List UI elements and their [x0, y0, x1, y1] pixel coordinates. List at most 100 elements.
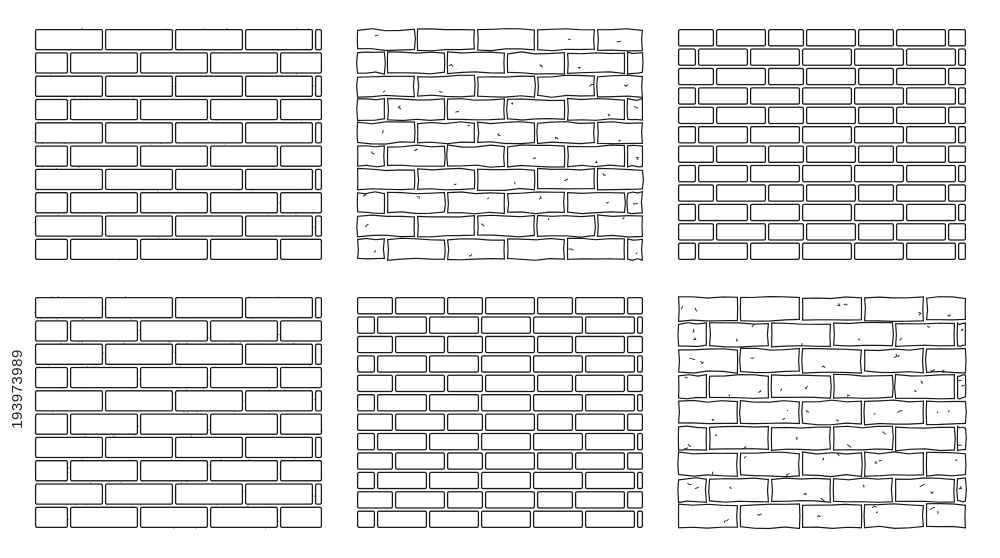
brick [853, 48, 905, 66]
brick [394, 491, 446, 509]
brick [139, 366, 209, 389]
brick [356, 28, 417, 52]
brick-crack-mark [961, 384, 965, 387]
brick [739, 503, 801, 530]
brick [626, 491, 644, 509]
mortar-dot [171, 459, 173, 461]
brick [708, 425, 770, 451]
brick [139, 413, 209, 435]
brick [715, 106, 767, 125]
brick [34, 238, 69, 261]
brick [832, 373, 894, 399]
mortar-dot [295, 73, 297, 75]
brick [677, 322, 708, 348]
brick [947, 106, 967, 125]
brick [697, 203, 749, 222]
mortar-dot [33, 432, 35, 434]
brick-crack-mark [862, 484, 865, 488]
brick [566, 97, 625, 121]
mortar-dot [138, 341, 140, 343]
mortar-dot [186, 481, 188, 483]
brick [574, 374, 626, 393]
brick [244, 122, 314, 144]
brick [697, 48, 749, 66]
brick [506, 237, 566, 261]
brick [394, 452, 446, 470]
brick [715, 184, 767, 202]
brick [139, 192, 209, 214]
brick-crack-mark [937, 510, 939, 515]
brick [925, 296, 967, 321]
brick-crack-mark [897, 410, 903, 414]
brick [174, 436, 244, 459]
brick [767, 28, 805, 47]
brick [34, 28, 104, 51]
brick [446, 335, 484, 354]
mortar-dot [60, 342, 62, 344]
brick [174, 168, 244, 191]
brick [34, 296, 104, 319]
mortar-dot [157, 237, 159, 239]
brick-crack-mark [538, 195, 542, 200]
brick [355, 75, 416, 98]
brick [174, 215, 244, 237]
mortar-dot [248, 459, 250, 460]
mortar-dot [313, 226, 315, 228]
mortar-dot [78, 166, 80, 168]
brick [626, 296, 644, 315]
brick [677, 67, 715, 86]
brick [957, 48, 967, 66]
mortar-dot [81, 28, 83, 30]
brick-crack-mark [743, 455, 747, 459]
brick-crack-mark [714, 434, 718, 437]
brick [749, 126, 801, 144]
brick [356, 491, 394, 509]
brick [677, 28, 715, 47]
brick-crack-mark [370, 151, 375, 155]
brick-crack-mark [455, 110, 459, 113]
mortar-dot [173, 85, 175, 87]
brick [386, 237, 446, 261]
mortar-dot [183, 412, 185, 414]
brick-crack-mark [795, 437, 798, 441]
brick [34, 506, 69, 529]
brick-crack-mark [687, 443, 692, 448]
brick-crack-mark [875, 511, 878, 514]
brick-crack-mark [873, 412, 876, 415]
brick-crack-mark [801, 343, 803, 345]
brick [857, 106, 895, 125]
brick [905, 164, 957, 183]
brick [279, 98, 323, 121]
mortar-dot [78, 341, 79, 343]
mortar-dot [313, 171, 315, 173]
brick [34, 192, 69, 214]
brick-crack-mark [893, 353, 898, 359]
mortar-dot [280, 458, 282, 460]
brick [69, 52, 139, 74]
brick [770, 426, 832, 451]
brick [376, 471, 428, 490]
mortar-dot [89, 482, 91, 484]
brick-crack-mark [711, 418, 715, 421]
brick [677, 399, 739, 425]
brick [376, 394, 428, 412]
brick-crack-mark [438, 90, 443, 93]
brick [376, 355, 428, 373]
brick [801, 48, 853, 66]
brick [925, 451, 967, 477]
brick [209, 145, 279, 167]
brick [677, 126, 697, 144]
brick [853, 164, 905, 183]
mortar-dot [74, 96, 75, 98]
brick [356, 335, 394, 354]
brick-crack-mark [635, 157, 639, 161]
brick [801, 203, 853, 222]
brick [244, 483, 314, 505]
brick [356, 145, 386, 168]
mortar-dot [68, 237, 70, 238]
brick [697, 87, 749, 105]
mortar-dot [309, 364, 311, 366]
brick [314, 122, 323, 144]
brick [574, 335, 626, 354]
brick [484, 335, 536, 354]
